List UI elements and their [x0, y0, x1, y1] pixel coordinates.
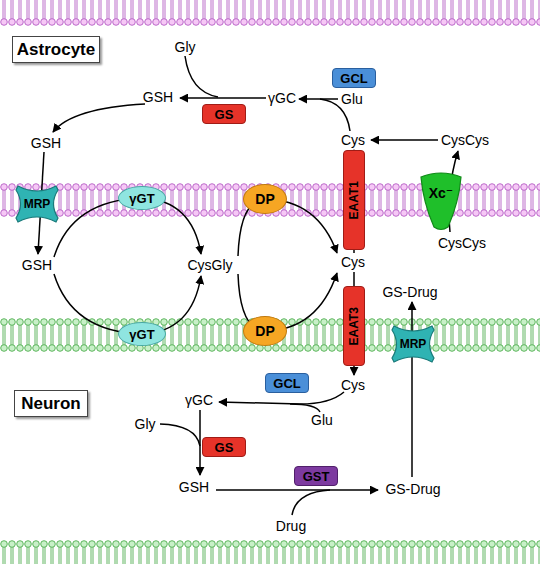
- node-text: Xc⁻: [429, 186, 454, 200]
- pathway-arrow: [53, 104, 145, 132]
- metabolite-label: CysCys: [441, 133, 489, 147]
- node-text: Astrocyte: [17, 41, 95, 58]
- node-text: EAAT3: [348, 307, 360, 345]
- metabolite-label: Gly: [175, 40, 196, 54]
- pathway-arrow: [299, 98, 338, 100]
- metabolite-label: GSH: [179, 480, 209, 494]
- shape-outline: [16, 186, 58, 222]
- enzyme-oval: DP: [243, 316, 287, 346]
- metabolite-label: GSH: [22, 258, 52, 272]
- transporter-symbol: MRP: [14, 184, 60, 224]
- node-text: Neuron: [21, 395, 81, 412]
- enzyme-box: GS: [202, 104, 246, 124]
- enzyme-oval: γGT: [118, 322, 166, 346]
- pathway-arrow: [411, 302, 413, 477]
- transporter-symbol: Xc⁻: [416, 172, 466, 232]
- transporter-symbol: MRP: [390, 324, 436, 364]
- transporter-box: EAAT3: [343, 286, 365, 366]
- enzyme-box: GST: [294, 466, 338, 486]
- enzyme-box: GS: [202, 437, 246, 457]
- cell-type-label: Astrocyte: [12, 36, 100, 63]
- lipid-bilayer: [0, 0, 540, 26]
- node-text: EAAT1: [348, 181, 360, 219]
- pathway-arrow: [180, 97, 266, 99]
- node-text: γGT: [129, 328, 154, 341]
- pathway-arrow: [216, 489, 378, 491]
- metabolite-label: GSH: [31, 136, 61, 150]
- node-text: MRP: [24, 198, 51, 210]
- node-text: γGT: [129, 192, 154, 205]
- metabolite-label: γGC: [185, 393, 213, 407]
- shape-outline: [421, 173, 461, 230]
- node-text: GCL: [340, 72, 367, 85]
- pathway-arrow: [292, 490, 330, 515]
- metabolite-label: Glu: [341, 92, 363, 106]
- metabolite-label: GS-Drug: [382, 285, 437, 299]
- pathway-arrow: [219, 392, 344, 404]
- node-text: GCL: [273, 377, 300, 390]
- metabolite-label: γGC: [268, 91, 296, 105]
- node-text: DP: [255, 192, 274, 206]
- node-text: MRP: [400, 338, 427, 350]
- pathway-arrow: [290, 404, 320, 412]
- enzyme-oval: DP: [243, 184, 287, 214]
- metabolite-label: CysGly: [187, 258, 232, 272]
- shape-outline: [416, 172, 466, 232]
- metabolite-label: Glu: [311, 413, 333, 427]
- shape-outline: [392, 326, 434, 362]
- metabolite-label: Gly: [135, 417, 156, 431]
- node-text: GS: [215, 441, 234, 454]
- enzyme-box: GCL: [265, 373, 309, 393]
- transporter-box: EAAT1: [343, 150, 365, 250]
- enzyme-box: GCL: [332, 68, 376, 88]
- cell-type-label: Neuron: [14, 390, 88, 417]
- metabolite-label: GSH: [143, 90, 173, 104]
- lipid-bilayer: [0, 540, 540, 564]
- pathway-arrow: [160, 424, 200, 446]
- metabolite-label: GS-Drug: [385, 482, 440, 496]
- node-text: GS: [215, 108, 234, 121]
- metabolite-label: Drug: [276, 519, 306, 533]
- node-text: DP: [255, 324, 274, 338]
- metabolite-label: Cys: [341, 133, 365, 147]
- lipid-bilayer: [0, 318, 540, 352]
- metabolite-label: Cys: [341, 255, 365, 269]
- pathway-arrow: [185, 56, 218, 97]
- enzyme-oval: γGT: [118, 186, 166, 210]
- metabolite-label: CysCys: [438, 236, 486, 250]
- metabolite-label: Cys: [341, 378, 365, 392]
- pathway-arrow: [371, 139, 438, 141]
- node-text: GST: [303, 470, 330, 483]
